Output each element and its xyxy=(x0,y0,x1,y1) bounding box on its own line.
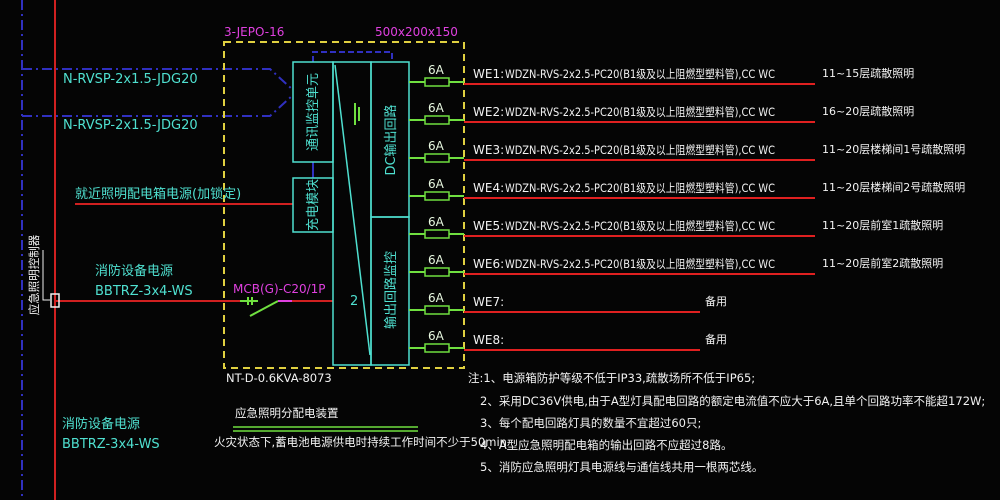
circuit-description: 11~20层楼梯间1号疏散照明 xyxy=(822,142,965,156)
panel-enclosure xyxy=(223,41,465,369)
dc-output-label: DC输出回路 xyxy=(383,104,399,175)
circuit-description: 11~20层前室1疏散照明 xyxy=(822,218,943,232)
breaker-label: MCB(G)-C20/1P xyxy=(233,282,326,296)
circuit-row[interactable]: 6A WE4:WDZN-RVS-2x2.5-PC20(B1级及以上阻燃型塑料管),… xyxy=(409,177,965,201)
circuit-description: 11~20层楼梯间2号疏散照明 xyxy=(822,180,965,194)
fuse-icon xyxy=(424,305,450,315)
vertical-label: 应急照明控制器 xyxy=(27,234,41,315)
fire-power-cable-2: BBTRZ-3x4-WS xyxy=(62,437,160,452)
fuse-icon xyxy=(424,191,450,201)
panel-id: 3-JEPO-16 xyxy=(224,25,284,39)
breaker-symbol[interactable] xyxy=(240,297,292,317)
circuit-id: WE5: xyxy=(473,219,504,233)
fuse-rating: 6A xyxy=(428,329,445,343)
fuse-icon xyxy=(424,153,450,163)
signal-cable-2: N-RVSP-2x1.5-JDG20 xyxy=(63,118,198,133)
circuit-cable: WDZN-RVS-2x2.5-PC20(B1级及以上阻燃型塑料管),CC WC xyxy=(505,257,775,271)
fuse-icon xyxy=(424,77,450,87)
notes: 注:1、电源箱防护等级不低于IP33,疏散场所不低于IP65; 2、采用DC36… xyxy=(468,371,985,474)
circuit-description: 11~20层前室2疏散照明 xyxy=(822,256,943,270)
note-4: 4、A型应急照明配电箱的输出回路不应超过8路。 xyxy=(480,438,733,452)
fuse-rating: 6A xyxy=(428,253,445,267)
note-5: 5、消防应急照明灯具电源线与通信线共用一根两芯线。 xyxy=(480,460,763,474)
circuit-row[interactable]: 6A WE3:WDZN-RVS-2x2.5-PC20(B1级及以上阻燃型塑料管),… xyxy=(409,139,965,163)
circuit-description: 备用 xyxy=(705,332,727,346)
fuse-icon xyxy=(424,267,450,277)
fuse-icon xyxy=(424,229,450,239)
junction-box xyxy=(50,293,60,308)
nearby-power-label: 就近照明配电箱电源(加锁定) xyxy=(75,186,241,202)
note-2: 2、采用DC36V供电,由于A型灯具配电回路的额定电流值不应大于6A,且单个回路… xyxy=(480,394,985,408)
fuse-rating: 6A xyxy=(428,139,445,153)
circuit-id: WE6: xyxy=(473,257,504,271)
note-1: 注:1、电源箱防护等级不低于IP33,疏散场所不低于IP65; xyxy=(468,371,755,385)
signal-line-1 xyxy=(22,68,294,91)
module-marker: 2 xyxy=(350,294,358,309)
fuse-icon xyxy=(424,343,450,353)
circuit-cable: WDZN-RVS-2x2.5-PC20(B1级及以上阻燃型塑料管),CC WC xyxy=(505,219,775,233)
fuse-rating: 6A xyxy=(428,101,445,115)
circuit-id: WE7: xyxy=(473,295,504,309)
circuit-cable: WDZN-RVS-2x2.5-PC20(B1级及以上阻燃型塑料管),CC WC xyxy=(505,181,775,195)
circuit-id: WE1: xyxy=(473,67,504,81)
fuse-icon xyxy=(424,115,450,125)
fuse-rating: 6A xyxy=(428,215,445,229)
monitor-label: 输出回路监控 xyxy=(383,251,399,329)
circuit-row[interactable]: 6A WE7: 备用 xyxy=(409,291,727,315)
circuit-row[interactable]: 6A WE5:WDZN-RVS-2x2.5-PC20(B1级及以上阻燃型塑料管),… xyxy=(409,215,943,239)
fuse-rating: 6A xyxy=(428,177,445,191)
circuit-row[interactable]: 6A WE1:WDZN-RVS-2x2.5-PC20(B1级及以上阻燃型塑料管),… xyxy=(409,63,914,87)
signal-line-2 xyxy=(22,94,294,117)
fuse-rating: 6A xyxy=(428,63,445,77)
circuit-cable: WDZN-RVS-2x2.5-PC20(B1级及以上阻燃型塑料管),CC WC xyxy=(505,67,775,81)
fire-power-cable: BBTRZ-3x4-WS xyxy=(95,284,193,299)
panel-model: NT-D-0.6KVA-8073 xyxy=(226,371,332,385)
signal-cable-1: N-RVSP-2x1.5-JDG20 xyxy=(63,72,198,87)
panel-size: 500x200x150 xyxy=(375,25,458,39)
fire-power-label: 消防设备电源 xyxy=(95,263,173,279)
circuit-id: WE3: xyxy=(473,143,504,157)
comm-module-label: 通讯监控单元 xyxy=(306,73,321,151)
circuit-row[interactable]: 6A WE8: 备用 xyxy=(409,329,727,353)
circuit-id: WE4: xyxy=(473,181,504,195)
fuse-rating: 6A xyxy=(428,291,445,305)
circuit-description: 11~15层疏散照明 xyxy=(822,66,914,80)
fire-power-label-2: 消防设备电源 xyxy=(62,416,140,432)
circuit-id: WE8: xyxy=(473,333,504,347)
monitor-module xyxy=(370,216,410,366)
circuit-description: 备用 xyxy=(705,294,727,308)
circuit-row[interactable]: 6A WE6:WDZN-RVS-2x2.5-PC20(B1级及以上阻燃型塑料管),… xyxy=(409,253,943,277)
note-3: 3、每个配电回路灯具的数量不宜超过60只; xyxy=(480,416,701,430)
charger-module-label: 充电模块 xyxy=(305,179,321,231)
circuit-row[interactable]: 6A WE2:WDZN-RVS-2x2.5-PC20(B1级及以上阻燃型塑料管),… xyxy=(409,101,914,125)
circuit-cable: WDZN-RVS-2x2.5-PC20(B1级及以上阻燃型塑料管),CC WC xyxy=(505,143,775,157)
internal-signal-line xyxy=(312,51,393,62)
circuit-cable: WDZN-RVS-2x2.5-PC20(B1级及以上阻燃型塑料管),CC WC xyxy=(505,105,775,119)
diagram-subtitle: 火灾状态下,蓄电池电源供电时持续工作时间不少于50min xyxy=(214,435,507,449)
circuit-description: 16~20层疏散照明 xyxy=(822,104,914,118)
diagram-title: 应急照明分配电装置 xyxy=(235,406,339,420)
circuit-id: WE2: xyxy=(473,105,504,119)
